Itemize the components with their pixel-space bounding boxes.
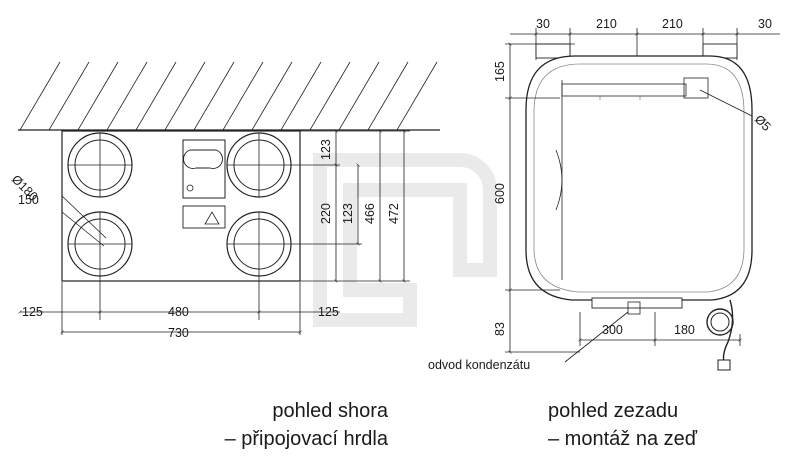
dim-middle: 480 — [168, 305, 189, 319]
spigot-top-right — [226, 132, 292, 198]
hatch-line — [338, 61, 380, 131]
dim-t210a: 210 — [596, 17, 617, 31]
drain-box — [591, 297, 683, 309]
dim-v466: 466 — [363, 203, 377, 224]
caption-rear-view-line1: pohled zezadu — [548, 400, 679, 422]
hatch-line — [280, 61, 322, 131]
dim-v123b: 123 — [341, 203, 355, 224]
hatch-line — [19, 61, 61, 131]
horizontal-dimensions — [18, 276, 340, 335]
hatch-line — [77, 61, 119, 131]
caption-rear-view-line2: – montáž na zeď — [548, 428, 698, 450]
diameter-leader — [61, 195, 107, 247]
caption-top-view-line2: – připojovací hrdla — [224, 428, 388, 450]
dim-v83: 83 — [493, 322, 507, 336]
hatch-line — [48, 61, 90, 131]
dim-v600: 600 — [493, 183, 507, 204]
dim-v472: 472 — [387, 203, 401, 224]
hatch-line — [135, 61, 177, 131]
top-view: Ø180 150 125 480 125 730 — [9, 61, 440, 340]
caption-top-view-line1: pohled shora — [272, 400, 388, 422]
rear-view: 30 210 210 30 Ø5 — [428, 17, 780, 372]
bracket-left — [535, 43, 571, 59]
wall-hatching — [18, 61, 440, 131]
dim-diameter-inner: 150 — [18, 193, 39, 207]
hatch-line — [164, 61, 206, 131]
dim-v123a: 123 — [319, 139, 333, 160]
rear-vertical-dimensions — [505, 42, 580, 354]
spigot-bottom-left — [67, 211, 133, 277]
dim-b180: 180 — [674, 323, 695, 337]
dim-left: 125 — [22, 305, 43, 319]
dim-t30b: 30 — [758, 17, 772, 31]
dim-right: 125 — [318, 305, 339, 319]
spigot-top-left — [67, 132, 133, 198]
dim-total: 730 — [168, 326, 189, 340]
hatch-line — [396, 61, 438, 131]
hatch-line — [367, 61, 409, 131]
dim-t210b: 210 — [662, 17, 683, 31]
dim-v220: 220 — [319, 203, 333, 224]
hatch-line — [106, 61, 148, 131]
condensate-label: odvod kondenzátu — [428, 358, 530, 372]
hatch-line — [193, 61, 235, 131]
vertical-dimensions — [291, 129, 410, 283]
control-box — [182, 139, 226, 229]
dim-d5: Ø5 — [752, 112, 774, 134]
watermark — [313, 153, 497, 327]
power-cable — [706, 299, 734, 371]
dim-t30a: 30 — [536, 17, 550, 31]
hatch-line — [251, 61, 293, 131]
unit-housing — [525, 55, 753, 301]
rear-horizontal-dimensions — [580, 312, 740, 346]
hatch-line — [309, 61, 351, 131]
dim-v165: 165 — [493, 61, 507, 82]
dim-b300: 300 — [602, 323, 623, 337]
spigot-bottom-right — [226, 211, 292, 277]
hatch-line — [222, 61, 264, 131]
